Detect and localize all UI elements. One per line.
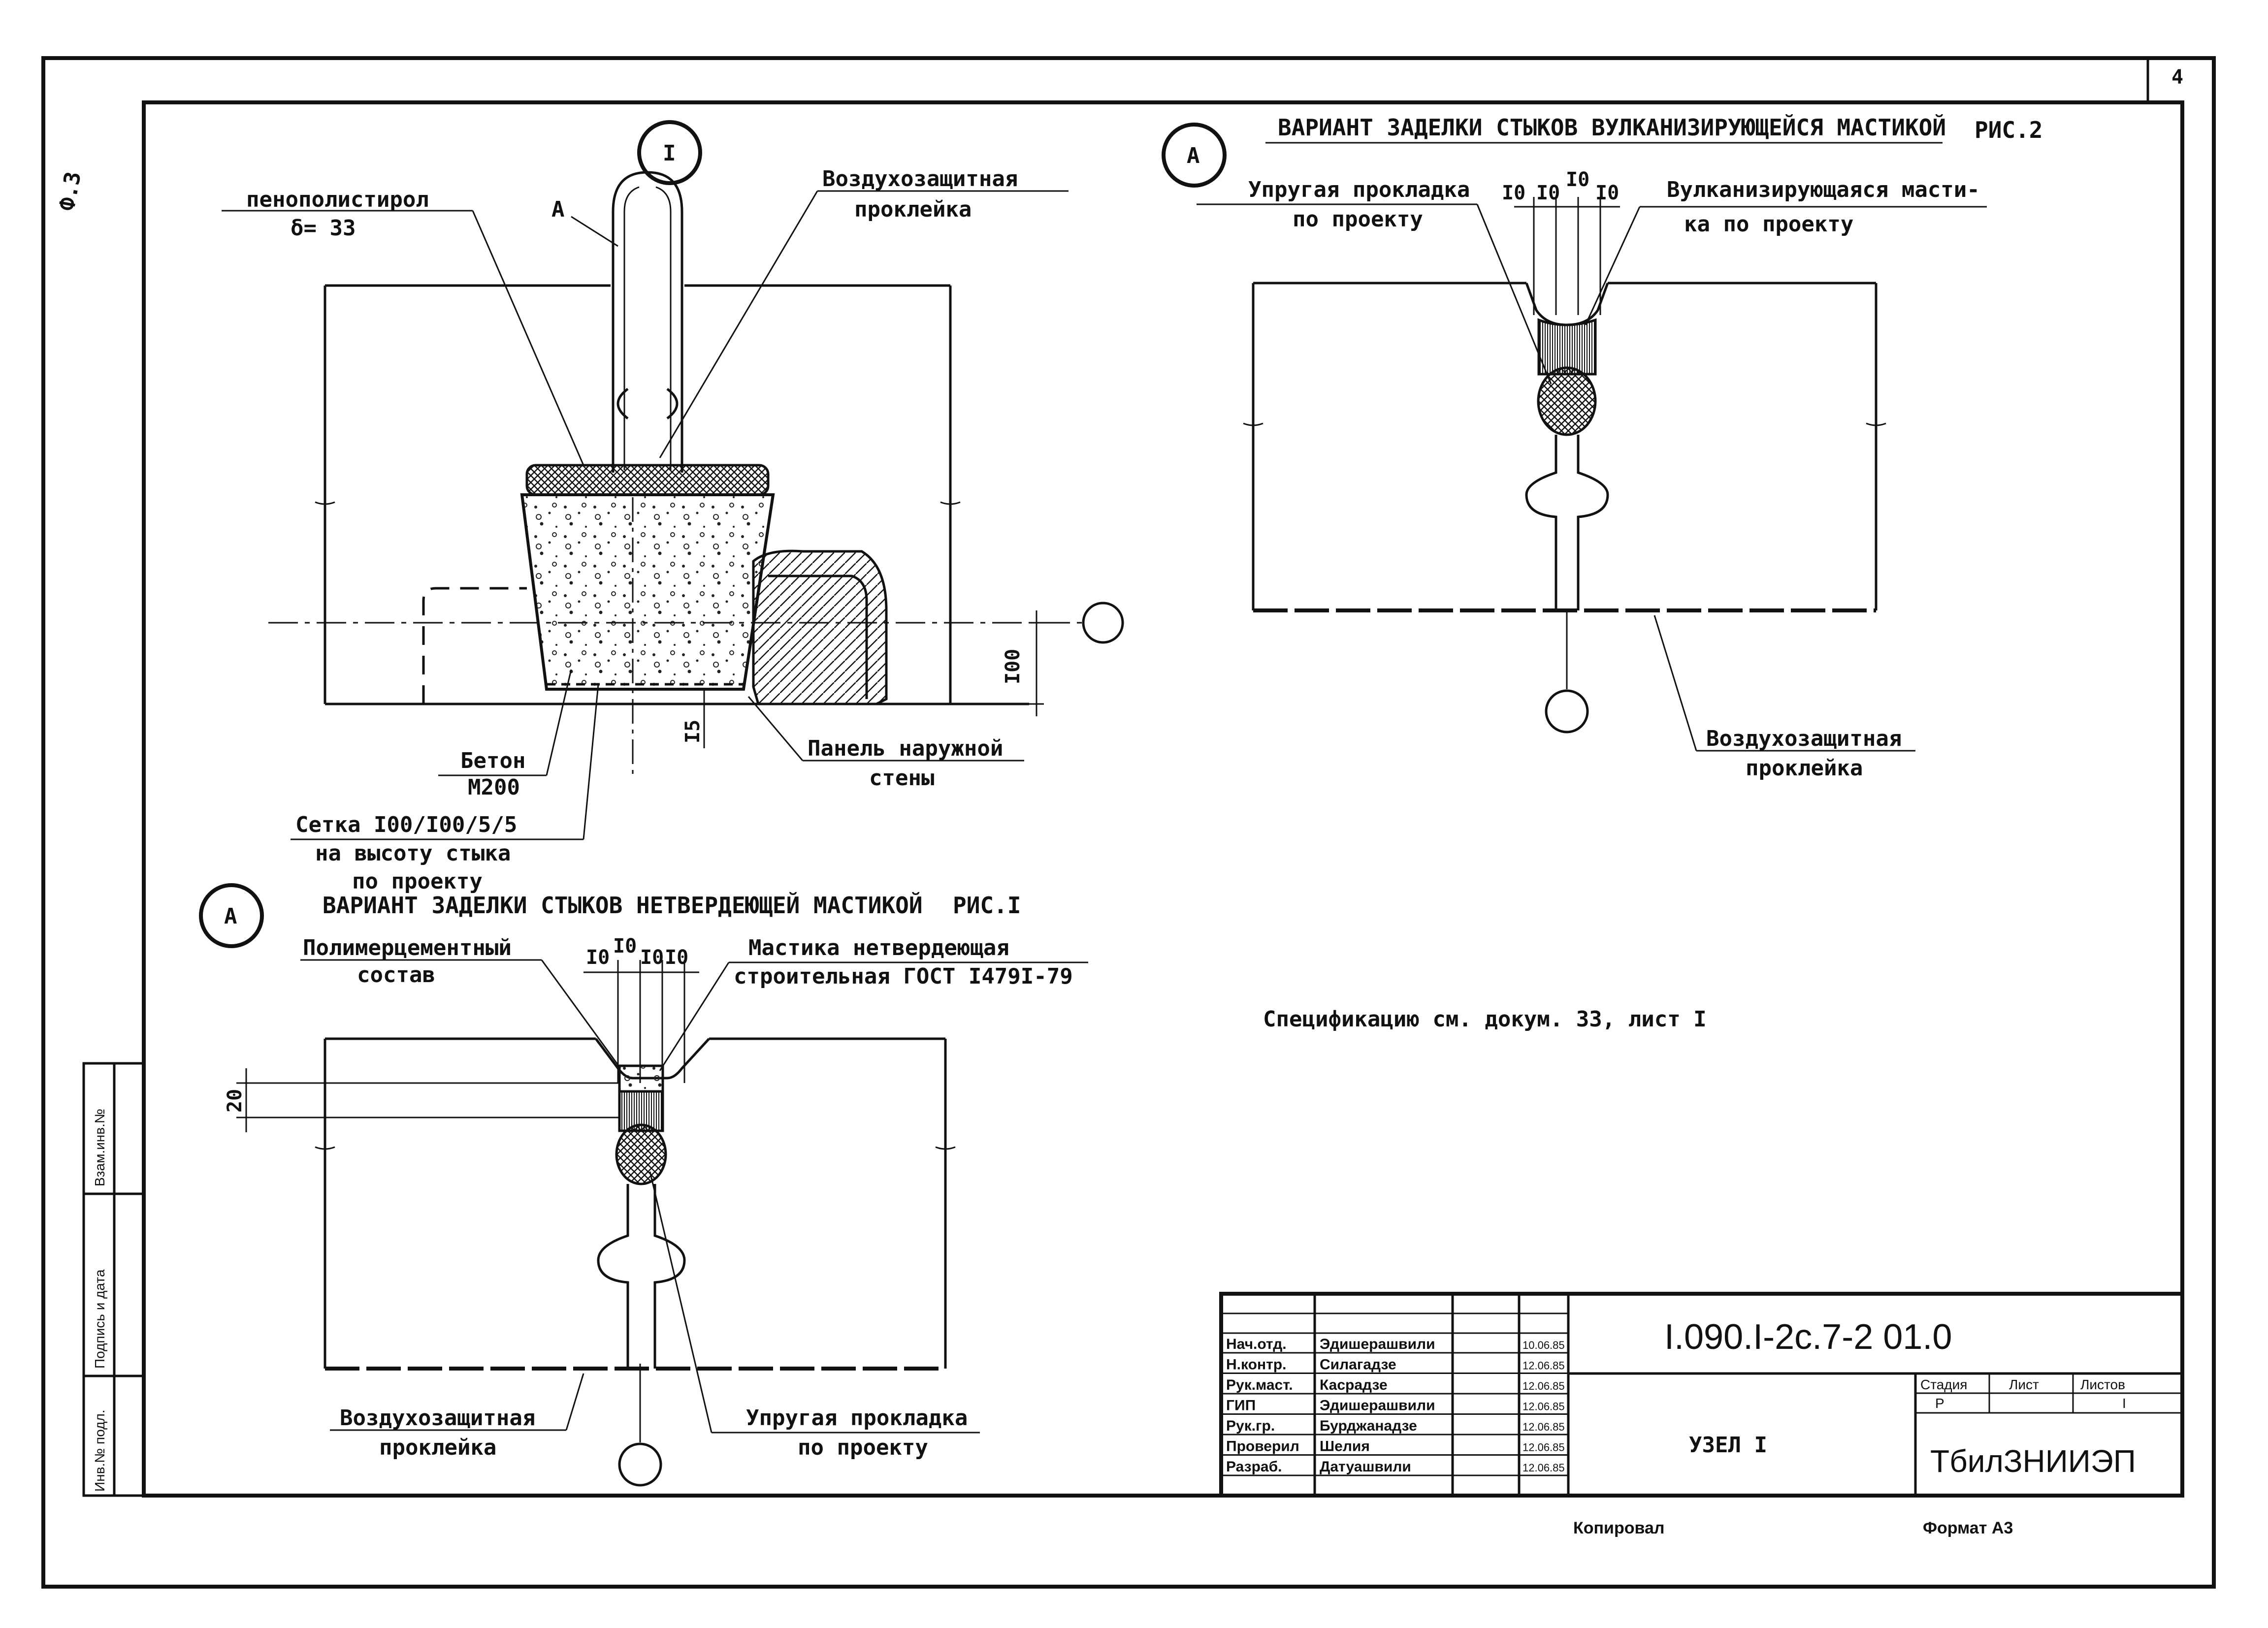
sheet-name: УЗЕЛ I bbox=[1689, 1433, 1767, 1458]
fig1-mastic-label-1: Мастика нетвердеющая bbox=[748, 935, 1009, 960]
fig1-mastic-label-2: строительная ГОСТ I479I-79 bbox=[734, 964, 1073, 989]
title-row-name: Бурджанадзе bbox=[1320, 1418, 1417, 1434]
title-row-name: Шелия bbox=[1320, 1438, 1370, 1455]
fig1-dim-1: I0 bbox=[586, 946, 610, 969]
stamp-inv-original: Инв.№ подл. bbox=[92, 1409, 107, 1492]
mesh-label-1: Сетка I00/I00/5/5 bbox=[295, 812, 517, 837]
sheet-frame: 4 Ф.З bbox=[41, 56, 2216, 1589]
fig2-title: ВАРИАНТ ЗАДЕЛКИ СТЫКОВ ВУЛКАНИЗИРУЮЩЕЙСЯ… bbox=[1278, 114, 1946, 141]
stage-header: Стадия bbox=[1920, 1377, 1967, 1392]
sheets-value: I bbox=[2122, 1396, 2126, 1411]
fig1-dim-2: I0 bbox=[613, 935, 637, 958]
fig1-dim-3: I0 bbox=[640, 946, 664, 969]
foam-thickness: δ= 33 bbox=[291, 216, 356, 241]
title-row-role: Рук.маст. bbox=[1226, 1377, 1293, 1393]
format-label: Формат А3 bbox=[1923, 1519, 2013, 1537]
fig2-dim-2: I0 bbox=[1536, 182, 1560, 204]
title-block: Нач.отд. Эдишерашвили 10.06.85Н.контр. Сила… bbox=[1219, 1292, 2184, 1498]
mesh-label-3: по проекту bbox=[352, 869, 483, 894]
panel-label-2: стены bbox=[869, 766, 934, 791]
fig1-dim-4: I0 bbox=[665, 946, 688, 969]
section-letter: А bbox=[551, 197, 565, 222]
fig2-number: РИС.2 bbox=[1975, 117, 2042, 143]
title-row-date: 12.06.85 bbox=[1523, 1462, 1565, 1474]
title-row-name: Эдишерашвили bbox=[1320, 1398, 1435, 1414]
side-stamp-column: Инв.№ подл. Подпись и дата Взам.инв.№ bbox=[82, 1062, 145, 1497]
page-number: 4 bbox=[2171, 66, 2183, 89]
title-row-role: Проверил bbox=[1226, 1438, 1299, 1455]
fig1-detail: А ВАРИАНТ ЗАДЕЛКИ СТЫКОВ НЕТВЕРДЕЮЩЕЙ МА… bbox=[199, 883, 1088, 1487]
fig2-vulc-1: Вулканизирующаяся масти- bbox=[1667, 177, 1980, 202]
fig2-marker: А bbox=[1187, 143, 1200, 168]
fig1-polymer-label-1: Полимерцементный bbox=[303, 935, 512, 960]
title-row-name: Эдишерашвили bbox=[1320, 1336, 1435, 1352]
title-row-role: Разраб. bbox=[1226, 1459, 1282, 1475]
fig1-air-tape-2: проклейка bbox=[379, 1435, 496, 1460]
title-row-role: Рук.гр. bbox=[1226, 1418, 1275, 1434]
fig1-gasket-2: по проекту bbox=[798, 1435, 928, 1460]
node-I-detail: I А I00 I5 bbox=[222, 120, 1124, 894]
fig1-polymer-label-2: состав bbox=[357, 962, 435, 988]
title-row-name: Касрадзе bbox=[1320, 1377, 1388, 1393]
copied-by: Копировал bbox=[1573, 1519, 1664, 1537]
stamp-replacement-inv: Взам.инв.№ bbox=[92, 1109, 107, 1186]
fig2-air-tape-2: проклейка bbox=[1746, 756, 1863, 781]
stamp-signature-date: Подпись и дата bbox=[92, 1269, 107, 1369]
title-row-date: 12.06.85 bbox=[1523, 1360, 1565, 1372]
node-I-marker: I bbox=[663, 141, 676, 166]
title-row-date: 12.06.85 bbox=[1523, 1441, 1565, 1454]
fig1-marker: А bbox=[224, 904, 237, 929]
fig2-dim-4: I0 bbox=[1595, 182, 1619, 204]
spec-note: Спецификацию см. докум. 33, лист I bbox=[1263, 1007, 1707, 1032]
doc-code: I.090.I-2с.7-2 01.0 bbox=[1664, 1317, 1952, 1357]
top-left-mark: Ф.З bbox=[55, 170, 86, 213]
sheets-header: Листов bbox=[2080, 1377, 2125, 1392]
title-row-date: 12.06.85 bbox=[1523, 1380, 1565, 1392]
air-tape-label-2: проклейка bbox=[854, 197, 972, 222]
panel-label-1: Панель наружной bbox=[808, 736, 1003, 761]
title-row-date: 10.06.85 bbox=[1523, 1339, 1565, 1351]
title-row-role: ГИП bbox=[1226, 1398, 1256, 1414]
title-row-date: 12.06.85 bbox=[1523, 1401, 1565, 1413]
foam-label: пенополистирол bbox=[246, 187, 429, 212]
fig2-gasket-2: по проекту bbox=[1293, 207, 1423, 232]
fig2-gasket-1: Упругая прокладка bbox=[1248, 177, 1470, 202]
dim-100: I00 bbox=[1002, 649, 1024, 684]
fig2-detail: А ВАРИАНТ ЗАДЕЛКИ СТЫКОВ ВУЛКАНИЗИРУЮЩЕЙ… bbox=[1162, 114, 2042, 781]
fig1-gasket-1: Упругая прокладка bbox=[746, 1405, 968, 1431]
sheet-header: Лист bbox=[2009, 1377, 2039, 1392]
title-row-name: Силагадзе bbox=[1320, 1357, 1396, 1373]
fig2-vulc-2: ка по проекту bbox=[1684, 212, 1853, 237]
title-row-role: Нач.отд. bbox=[1226, 1336, 1287, 1352]
fig2-dim-3: I0 bbox=[1566, 168, 1589, 191]
fig1-number: РИС.I bbox=[953, 892, 1021, 919]
title-row-date: 12.06.85 bbox=[1523, 1421, 1565, 1433]
concrete-label-1: Бетон bbox=[460, 748, 525, 773]
mesh-label-2: на высоту стыка bbox=[315, 841, 511, 866]
stage-value: Р bbox=[1935, 1396, 1944, 1411]
fig1-dim-20: 20 bbox=[224, 1089, 246, 1113]
fig2-air-tape-1: Воздухозащитная bbox=[1706, 726, 1902, 751]
fig2-dim-1: I0 bbox=[1502, 182, 1525, 204]
title-row-role: Н.контр. bbox=[1226, 1357, 1286, 1373]
dim-15: I5 bbox=[681, 720, 704, 743]
fig1-air-tape-1: Воздухозащитная bbox=[340, 1405, 535, 1431]
title-row-name: Датуашвили bbox=[1320, 1459, 1411, 1475]
fig1-title: ВАРИАНТ ЗАДЕЛКИ СТЫКОВ НЕТВЕРДЕЮЩЕЙ МАСТ… bbox=[323, 892, 923, 919]
concrete-label-2: М200 bbox=[468, 775, 520, 800]
air-tape-label-1: Воздухозащитная bbox=[822, 166, 1018, 192]
organization: ТбилЗНИИЭП bbox=[1930, 1443, 2136, 1479]
